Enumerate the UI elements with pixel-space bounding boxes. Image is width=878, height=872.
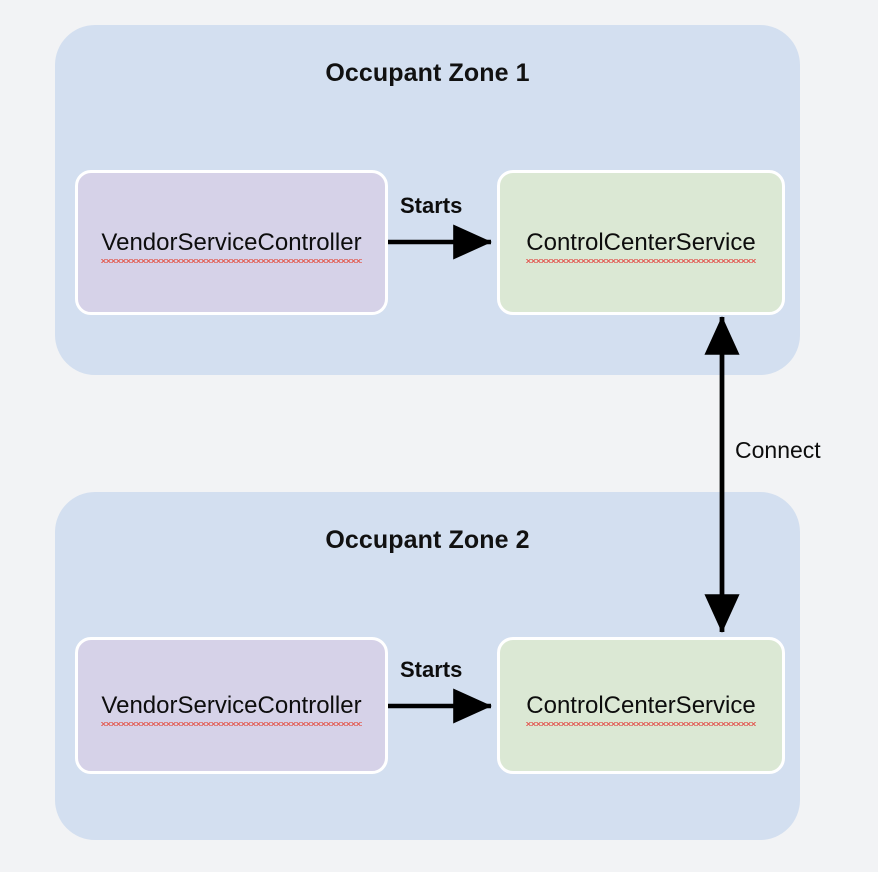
occupant-zone-2-title: Occupant Zone 2 <box>325 526 530 554</box>
edge-label-starts-zone-1: Starts <box>400 193 463 218</box>
node-control-center-service-zone-2[interactable]: ControlCenterService <box>497 637 785 774</box>
edge-label-starts-zone-2: Starts <box>400 657 463 682</box>
node-label: VendorServiceController <box>101 228 362 263</box>
edge-label-connect: Connect <box>735 437 821 463</box>
node-vendor-service-controller-zone-2[interactable]: VendorServiceController <box>75 637 388 774</box>
node-label: VendorServiceController <box>101 691 362 726</box>
node-control-center-service-zone-1[interactable]: ControlCenterService <box>497 170 785 315</box>
node-vendor-service-controller-zone-1[interactable]: VendorServiceController <box>75 170 388 315</box>
node-label: ControlCenterService <box>526 691 757 726</box>
node-label: ControlCenterService <box>526 228 757 263</box>
occupant-zone-1-title: Occupant Zone 1 <box>325 59 530 87</box>
